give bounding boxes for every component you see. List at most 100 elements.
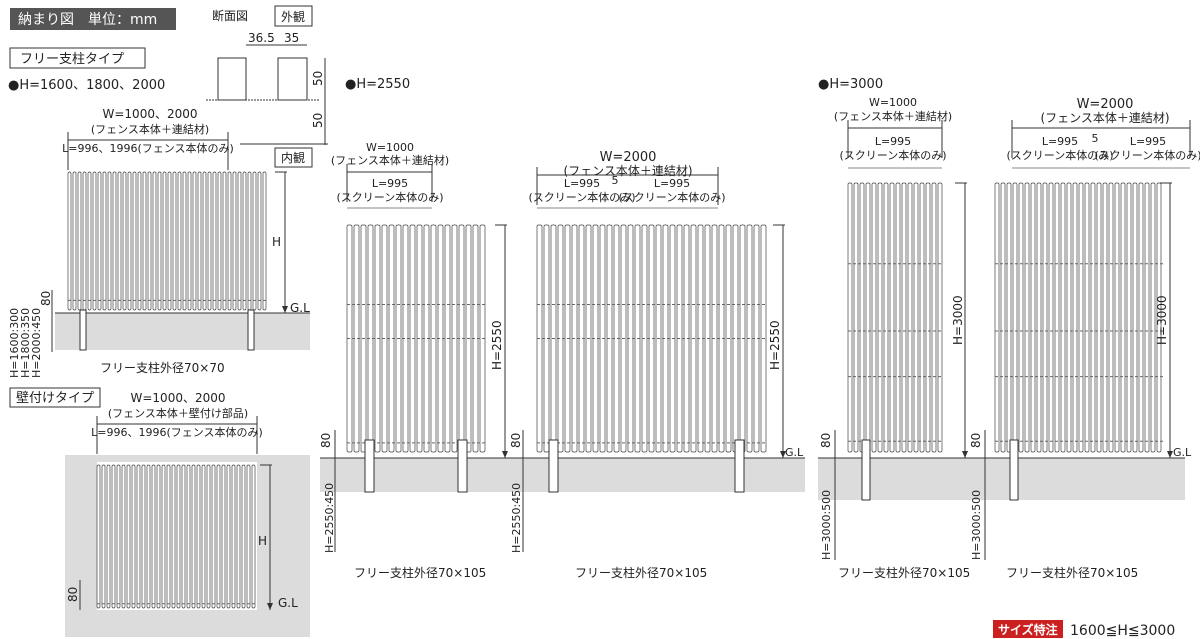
h2550a-l-note: (スクリーン本体のみ) — [336, 190, 443, 204]
header-box — [10, 8, 176, 30]
size-custom-label: サイズ特注 — [998, 622, 1058, 637]
fence-slat — [186, 464, 191, 609]
fence-slat — [1084, 182, 1090, 453]
fence-post — [548, 439, 559, 493]
section-profile — [217, 57, 247, 101]
inside-box — [274, 147, 313, 168]
fence-slat — [241, 464, 246, 609]
free-gl: G.L — [290, 301, 310, 315]
free-post-label: フリー支柱外径70×70 — [100, 360, 225, 375]
h2550b-w: W=2000 — [600, 150, 657, 165]
fence-slat — [121, 464, 126, 609]
inside-label: 内観 — [281, 151, 305, 165]
fence-post — [247, 309, 255, 351]
h3000b-l2: L=995 — [1130, 135, 1166, 148]
h2550b-base: 80 — [509, 433, 523, 448]
fence-slat — [107, 171, 112, 311]
fence-slat — [919, 182, 925, 453]
wall-type-box — [9, 387, 101, 408]
arrow-icon — [267, 603, 273, 610]
fence-slat — [202, 171, 207, 311]
h3000a-l: L=995 — [875, 135, 911, 148]
wall-w: W=1000、2000 — [131, 391, 226, 405]
fence-slat — [216, 464, 221, 609]
h2550a-embed: H=2550:450 — [323, 483, 336, 553]
fence-slat — [72, 171, 77, 311]
fence-slat — [77, 171, 82, 311]
h3000b-l1: L=995 — [1042, 135, 1078, 148]
dim-50-top: 50 — [311, 71, 325, 86]
fence-slat — [156, 464, 161, 609]
fence-slat — [207, 171, 212, 311]
fence-slat — [157, 171, 162, 311]
fence-slat — [1126, 182, 1132, 453]
fence-slat — [925, 182, 931, 453]
h2550-heading: ●H=2550 — [345, 77, 410, 92]
fence-slat — [82, 171, 87, 311]
fence-slat — [907, 182, 913, 453]
free-l: L=996、1996(フェンス本体のみ) — [62, 141, 234, 155]
fence-slat — [889, 182, 895, 453]
h3000b-gap: 5 — [1092, 132, 1099, 145]
fence-post — [734, 439, 745, 493]
fence-slat — [106, 464, 111, 609]
h2550a-l: L=995 — [372, 177, 408, 190]
fence-slat — [865, 182, 871, 453]
fence-slat — [1114, 182, 1120, 453]
wall-gl: G.L — [278, 596, 298, 610]
fence-slat — [1138, 182, 1144, 453]
fence-slat — [191, 464, 196, 609]
free-w-note: (フェンス本体＋連結材) — [91, 122, 209, 136]
ground-band — [320, 458, 805, 492]
h3000a-w: W=1000 — [869, 96, 917, 109]
fence-slat — [1066, 182, 1072, 453]
ground-band — [55, 313, 310, 350]
fence-slat — [853, 182, 859, 453]
h2550b-l2: L=995 — [654, 177, 690, 190]
wall-type-label: 壁付けタイプ — [16, 391, 94, 406]
fence-slat — [1048, 182, 1054, 453]
h3000b-embed: H=3000:500 — [970, 490, 983, 560]
fence-slat — [187, 171, 192, 311]
fence-slat — [1036, 182, 1042, 453]
fence-slat — [152, 171, 157, 311]
fence-slat — [1006, 182, 1012, 453]
fence-slat — [1030, 182, 1036, 453]
fence-slat — [1042, 182, 1048, 453]
wall-base: 80 — [66, 587, 80, 602]
fence-slat — [137, 171, 142, 311]
fence-post — [1009, 439, 1019, 501]
fence-slat — [1108, 182, 1114, 453]
fence-slat — [116, 464, 121, 609]
h3000a-h: H=3000 — [951, 295, 965, 345]
fence-slat — [131, 464, 136, 609]
fence-slat — [1060, 182, 1066, 453]
fence-slat — [847, 182, 853, 453]
dim-35: 35 — [284, 31, 299, 45]
fence-slat — [227, 171, 232, 311]
wall-w-note: (フェンス本体＋壁付け部品) — [108, 406, 248, 420]
fence-slat — [257, 171, 262, 311]
ground-band — [818, 458, 1185, 500]
h3000b-base: 80 — [969, 433, 983, 448]
fence-slat — [151, 464, 156, 609]
h3000-heading: ●H=3000 — [818, 77, 883, 92]
fence-slat — [1090, 182, 1096, 453]
section-title: 断面図 — [212, 8, 248, 23]
fence-slat — [146, 464, 151, 609]
fence-slat — [242, 171, 247, 311]
fence-slat — [172, 171, 177, 311]
free-type-label: フリー支柱タイプ — [20, 52, 124, 67]
fence-slat — [994, 182, 1000, 453]
fence-post — [861, 439, 871, 501]
fence-slat — [101, 464, 106, 609]
size-custom-badge — [993, 620, 1063, 638]
fence-post — [79, 309, 87, 351]
fence-slat — [913, 182, 919, 453]
fence-slat — [1072, 182, 1078, 453]
fence-slat — [262, 171, 267, 311]
fence-slat — [171, 464, 176, 609]
h2550a-post: フリー支柱外径70×105 — [354, 565, 486, 580]
free-embed-1600: H=1600:300 — [8, 308, 21, 378]
